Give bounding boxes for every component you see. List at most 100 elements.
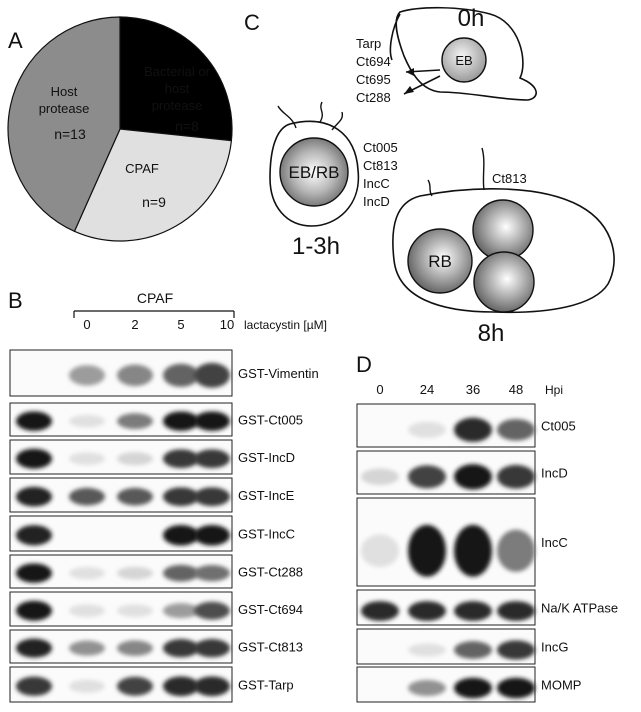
blot-row: GST-IncE [9,477,295,513]
protein-1-3h-incc: IncC [363,176,390,191]
pie-slice-2 [7,16,121,233]
blot-band [163,524,199,546]
blot-band [163,676,199,697]
blot-label: IncC [541,535,568,550]
blot-band [408,421,446,438]
blot-label: GST-Ct288 [238,565,303,580]
blot-band [194,362,230,388]
blot-band [163,411,199,431]
blot-band [69,487,105,506]
blot-band [194,601,230,620]
b-lane-label-1: 2 [131,317,138,332]
blot-band [16,448,52,469]
arrowhead-0h-a [406,68,414,76]
blot-band [16,600,52,621]
blot-band [361,534,399,568]
pie-label-host-2: protease [39,101,90,116]
blot-row: IncC [356,497,568,587]
blot-label: GST-IncC [238,527,295,542]
blot-band [16,486,52,507]
panel-d-header: 0 24 36 48 Hpi [376,382,563,397]
blot-row: Ct005 [356,403,576,448]
blot-band [163,639,199,658]
b-unit-label: lactacystin [µM] [244,318,327,332]
blot-band [69,640,105,656]
blot-band [16,411,52,431]
arrowhead-0h-b [404,86,414,94]
panel-c-diagram: EB 0h Tarp Ct694 Ct695 Ct288 EB/RB Ct005… [269,5,615,347]
rb-8h-particle-top [472,199,534,261]
d-unit-label: Hpi [545,383,563,397]
panel-b-letter: B [8,288,23,313]
pie-labels: Bacterial or host protease n=8 CPAF n=9 … [39,64,211,210]
protein-0h-tarp: Tarp [356,36,381,51]
blot-band [117,676,153,696]
rb-8h-particle-bottom [473,251,535,313]
pie-label-cpaf: CPAF [125,161,159,176]
blot-band [16,563,52,583]
blot-band [69,415,105,428]
b-lane-label-0: 0 [83,317,90,332]
panel-b-blots: GST-VimentinGST-Ct005GST-IncDGST-IncEGST… [9,349,319,703]
pie-count-cpaf: n=9 [142,194,166,210]
blot-label: Na/K ATPase [541,601,618,616]
blot-band [69,365,105,386]
blot-band [194,639,230,658]
blot-row: MOMP [356,666,581,703]
blot-band [454,677,492,699]
cell-0h-outline [395,6,537,101]
d-lane-label-1: 24 [420,382,434,397]
protein-0h-ct695: Ct695 [356,72,391,87]
pie-chart [7,16,233,242]
blot-band [194,487,230,507]
inclusion-8h-outline [392,188,615,314]
ebrb-1-3h-particle [279,137,349,207]
inc-protein-tail-2 [319,101,323,123]
pie-count-host: n=13 [54,126,86,142]
time-1-3h: 1-3h [292,233,340,260]
blot-row: GST-Ct005 [9,402,303,437]
blot-band [361,468,399,486]
blot-band [194,449,230,469]
blot-band [497,640,535,660]
panel-d-letter: D [356,352,372,377]
blot-band [454,524,492,577]
d-lane-label-0: 0 [376,382,383,397]
eb-0h-particle [441,37,487,83]
blot-label: Ct005 [541,419,576,434]
blot-row: Na/K ATPase [356,589,618,626]
blot-band [454,601,492,621]
blot-band [194,524,230,546]
pie-label-host-1: Host [51,84,78,99]
rb-8h-particle-left [407,228,473,294]
protein-1-3h-ct813: Ct813 [363,158,398,173]
blot-label: IncG [541,640,568,655]
blot-label: GST-IncD [238,450,295,465]
blot-band [163,449,199,469]
blot-band [117,452,153,466]
blot-band [497,418,535,441]
pie-count-bact: n=8 [175,118,199,134]
blot-label: GST-Ct005 [238,413,303,428]
inclusion-1-3h-outline [269,120,360,227]
blot-row: GST-IncD [9,439,295,475]
pie-slice-1 [73,128,233,242]
blot-band [163,564,199,582]
b-lane-label-3: 10 [220,317,234,332]
inc-8h-tail-2 [481,147,485,191]
blot-band [163,603,199,619]
panel-b-header: CPAF 0 2 5 10 lactacystin [µM] [73,290,327,332]
blot-label: GST-Tarp [238,678,294,693]
blot-row: GST-Tarp [9,666,294,703]
blot-row: GST-Ct694 [9,591,303,627]
blot-band [117,566,153,580]
protein-1-3h-ct005: Ct005 [363,140,398,155]
blot-band [194,565,230,582]
blot-band [408,524,446,577]
eb-label: EB [455,53,472,68]
blot-band [454,464,492,490]
blot-band [497,529,535,572]
b-lane-label-2: 5 [177,317,184,332]
blot-band [408,643,446,657]
